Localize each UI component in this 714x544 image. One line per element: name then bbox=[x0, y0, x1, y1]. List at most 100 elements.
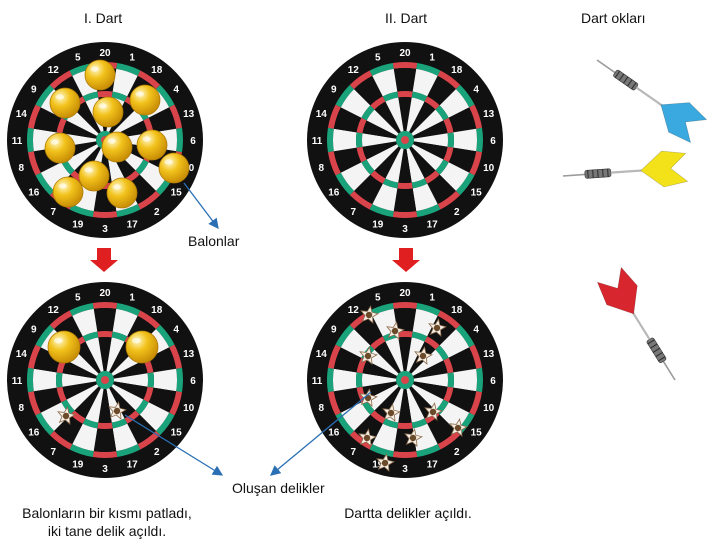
inner-single-segment bbox=[74, 341, 101, 374]
outer-single-segment bbox=[354, 75, 383, 106]
balloon-icon bbox=[47, 330, 81, 364]
outer-single-segment bbox=[448, 147, 477, 173]
outer-single-segment bbox=[153, 368, 177, 392]
inner-single-segment bbox=[66, 109, 99, 136]
double-ring-segment bbox=[27, 104, 41, 129]
board-number: 12 bbox=[48, 305, 60, 316]
treble-ring-segment bbox=[97, 422, 113, 429]
board-number: 5 bbox=[75, 52, 81, 63]
hole-icon bbox=[359, 346, 378, 366]
double-ring-segment bbox=[469, 104, 483, 129]
double-ring-segment bbox=[176, 367, 183, 393]
board-number: 15 bbox=[171, 428, 183, 439]
caption-left-line-1: Balonların bir kısmı patladı, bbox=[22, 505, 192, 521]
board-number: 20 bbox=[99, 288, 111, 299]
double-ring-segment bbox=[116, 444, 141, 458]
inner-single-segment bbox=[98, 388, 112, 423]
board-number: 2 bbox=[154, 447, 160, 458]
inner-single-segment bbox=[413, 133, 448, 147]
double-ring-segment bbox=[469, 151, 483, 176]
balloon-body bbox=[125, 330, 159, 364]
treble-ring-segment bbox=[447, 132, 455, 148]
hole-center bbox=[454, 424, 462, 432]
double-ring-segment bbox=[392, 211, 418, 218]
inner-single-segment bbox=[61, 373, 97, 387]
treble-ring-segment bbox=[355, 372, 363, 388]
board-number: 10 bbox=[483, 163, 495, 174]
hole-icon bbox=[376, 453, 395, 473]
board-number: 18 bbox=[451, 305, 463, 316]
barrel-grip bbox=[647, 339, 655, 345]
double-ring-segment bbox=[155, 84, 175, 108]
board-number: 15 bbox=[471, 428, 483, 439]
outer-single-segment bbox=[93, 308, 117, 332]
balloon-highlight bbox=[135, 91, 144, 97]
balloon-body bbox=[44, 132, 76, 164]
board-number: 13 bbox=[483, 109, 495, 120]
board-number: 4 bbox=[173, 84, 179, 95]
double-ring-segment bbox=[437, 190, 461, 210]
double-ring-segment bbox=[155, 412, 175, 436]
barrel-grip bbox=[650, 343, 658, 349]
bullseye bbox=[401, 376, 409, 384]
double-ring-segment bbox=[116, 302, 141, 316]
caption-left-line-2: iki tane delik açıldı. bbox=[47, 523, 167, 539]
treble-ring-segment bbox=[382, 418, 399, 429]
outer-single-segment bbox=[148, 107, 177, 133]
hole-center bbox=[391, 327, 399, 335]
inner-single-segment bbox=[374, 341, 401, 374]
hole-icon bbox=[57, 406, 76, 426]
treble-ring-segment bbox=[56, 372, 63, 388]
treble-ring-segment bbox=[397, 331, 413, 338]
board-number: 8 bbox=[319, 403, 325, 414]
board-number: 10 bbox=[183, 403, 195, 414]
board-number: 19 bbox=[372, 220, 384, 231]
caption-left: Balonların bir kısmı patladı, iki tane d… bbox=[0, 504, 214, 540]
treble-ring-segment bbox=[147, 372, 154, 388]
title-dart-1: I. Dart bbox=[84, 10, 123, 26]
board-number: 8 bbox=[319, 163, 325, 174]
outer-single-segment bbox=[372, 423, 398, 452]
hole-icon bbox=[382, 403, 401, 423]
barrel-grip bbox=[618, 73, 625, 81]
treble-ring-segment bbox=[370, 96, 386, 110]
balloon-highlight bbox=[112, 184, 121, 190]
hole-icon bbox=[360, 305, 379, 325]
balloon-highlight bbox=[131, 337, 141, 344]
balloon-body bbox=[49, 87, 81, 119]
inner-single-segment bbox=[413, 381, 448, 400]
treble-ring-segment bbox=[435, 345, 449, 361]
inner-single-segment bbox=[398, 337, 412, 372]
inner-single-segment bbox=[74, 101, 101, 134]
down-arrow-icon bbox=[392, 248, 420, 272]
outer-single-segment bbox=[340, 402, 371, 431]
board-number: 3 bbox=[102, 224, 108, 235]
balloon-icon bbox=[49, 87, 81, 119]
board-number: 6 bbox=[490, 376, 496, 387]
treble-ring-segment bbox=[411, 178, 428, 189]
outer-single-segment bbox=[333, 368, 357, 392]
barrel-grip bbox=[655, 352, 663, 358]
label-holes: Oluşan delikler bbox=[232, 480, 325, 496]
double-ring-segment bbox=[455, 172, 475, 196]
board-number: 11 bbox=[312, 136, 323, 147]
hole-icon bbox=[449, 418, 468, 438]
treble-ring-segment bbox=[361, 105, 375, 121]
balloon-icon bbox=[125, 330, 159, 364]
treble-ring-segment bbox=[411, 331, 428, 342]
outer-single-segment bbox=[412, 308, 438, 337]
hole-icon bbox=[424, 402, 443, 422]
treble-ring-segment bbox=[370, 410, 386, 424]
board-number: 17 bbox=[127, 220, 139, 231]
inner-single-segment bbox=[413, 360, 448, 379]
outer-single-segment bbox=[427, 174, 456, 205]
balloon-highlight bbox=[107, 138, 116, 144]
treble-ring-segment bbox=[443, 386, 454, 403]
double-ring-segment bbox=[137, 70, 161, 90]
board-number: 16 bbox=[328, 188, 340, 199]
double-ring-segment bbox=[327, 127, 334, 153]
outer-single-segment bbox=[340, 89, 371, 118]
inner-single-segment bbox=[374, 146, 401, 179]
inner-single-segment bbox=[385, 148, 404, 183]
